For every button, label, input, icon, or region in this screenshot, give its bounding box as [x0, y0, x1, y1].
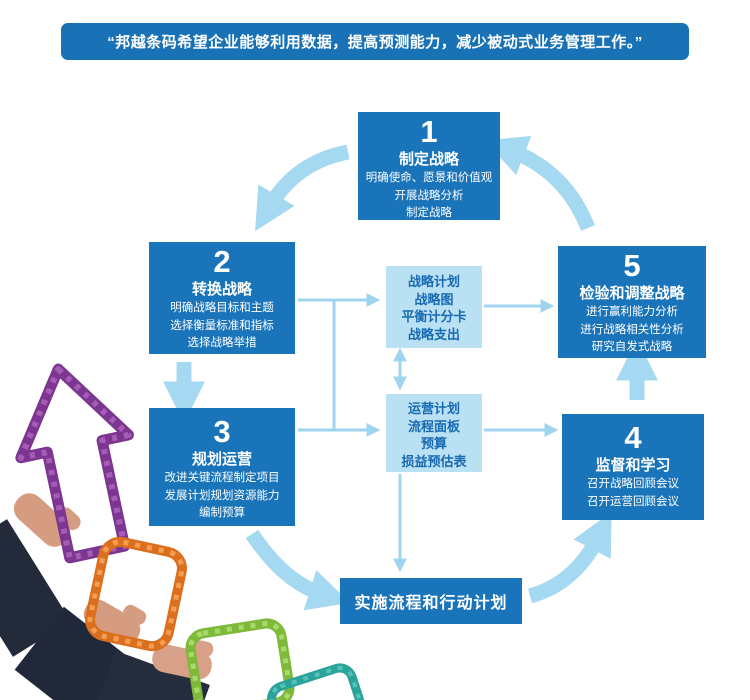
- stage-number: 2: [213, 244, 231, 279]
- stage-box-develop-strategy: 1 制定战略 明确使命、愿景和价值观 开展战略分析 制定战略: [358, 112, 500, 220]
- stage-box-translate-strategy: 2 转换战略 明确战略目标和主题 选择衡量标准和指标 选择战略举措: [149, 242, 295, 354]
- stage-detail: 明确战略目标和主题: [170, 302, 274, 315]
- strategy-plan-line: 战略图: [414, 291, 454, 307]
- stage-detail: 召开战略回顾会议: [587, 478, 679, 491]
- stage-detail: 进行战略相关性分析: [580, 323, 684, 336]
- arrow-stage1-to-stage2-icon: [255, 144, 350, 232]
- stage-detail: 发展计划规划资源能力: [164, 489, 280, 502]
- suit-sleeve: [0, 519, 71, 657]
- green-rope-rectangle-icon: [185, 618, 295, 700]
- stage-detail: 选择战略举措: [187, 336, 257, 349]
- suit-sleeve: [94, 650, 210, 700]
- stage-detail: 制定战略: [406, 206, 452, 219]
- teal-rope-rectangle-icon: [267, 663, 369, 700]
- stage-box-monitor-learn: 4 监督和学习 召开战略回顾会议 召开运营回顾会议: [562, 414, 704, 520]
- arrow-stage5-to-stage1-icon: [484, 136, 595, 231]
- operations-plan-line: 运营计划: [407, 401, 460, 416]
- operations-plan-line: 预算: [420, 436, 447, 452]
- stage-title: 转换战略: [191, 280, 252, 298]
- execution-box: 实施流程和行动计划: [340, 578, 522, 624]
- quote-banner: “邦越条码希望企业能够利用数据，提高预测能力，减少被动式业务管理工作。”: [61, 23, 689, 60]
- stage-detail: 研究自发式战略: [591, 340, 673, 353]
- stage-title: 检验和调整战略: [579, 284, 685, 302]
- stage-detail: 召开运营回顾会议: [587, 495, 679, 508]
- stage-title: 规划运营: [191, 450, 252, 468]
- stage-detail: 明确使命、愿景和价值观: [365, 172, 493, 185]
- strategy-plan-box: 战略计划 战略图 平衡计分卡 战略支出: [386, 266, 482, 348]
- stage-detail: 改进关键流程制定项目: [164, 472, 280, 485]
- stage-detail: 开展战略分析: [394, 189, 464, 202]
- stage-number: 1: [420, 114, 438, 149]
- stage-detail: 选择衡量标准和指标: [170, 319, 274, 332]
- operations-plan-line: 流程面板: [407, 418, 460, 434]
- strategy-plan-line: 战略计划: [407, 274, 460, 289]
- connector-lines: [298, 293, 559, 573]
- hand: [83, 599, 147, 645]
- strategy-plan-line: 平衡计分卡: [401, 309, 467, 325]
- arrow-stage3-to-execution-icon: [245, 529, 351, 611]
- stage-box-test-adapt-strategy: 5 检验和调整战略 进行赢利能力分析 进行战略相关性分析 研究自发式战略: [558, 246, 706, 358]
- operations-plan-box: 运营计划 流程面板 预算 损益预估表: [386, 394, 482, 472]
- stage-number: 4: [624, 420, 642, 455]
- operations-plan-line: 损益预估表: [401, 453, 467, 469]
- purple-rope-arrow-icon: [15, 363, 134, 564]
- stage-box-plan-operations: 3 规划运营 改进关键流程制定项目 发展计划规划资源能力 编制预算: [149, 408, 295, 526]
- stage-number: 3: [213, 414, 231, 449]
- stage-title: 制定战略: [398, 150, 459, 168]
- suit-sleeve: [14, 606, 156, 700]
- hands-ropes-photo: [0, 363, 369, 700]
- cycle-arrows: [163, 136, 658, 611]
- stage-number: 5: [623, 248, 641, 283]
- orange-rope-rectangle-icon: [85, 536, 187, 652]
- stage-title: 监督和学习: [595, 456, 671, 474]
- stage-detail: 编制预算: [199, 506, 245, 519]
- arrow-execution-to-stage4-icon: [527, 511, 612, 604]
- stage-detail: 进行赢利能力分析: [586, 306, 678, 319]
- strategy-plan-line: 战略支出: [407, 326, 460, 342]
